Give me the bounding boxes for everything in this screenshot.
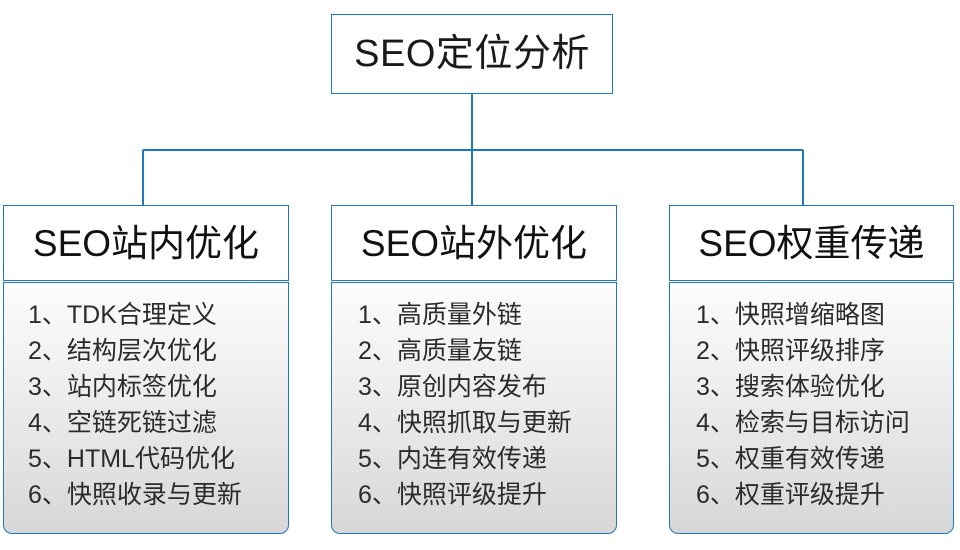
list-item: 3、站内标签优化 bbox=[28, 373, 217, 401]
branch-header-label-1: SEO站内优化 bbox=[32, 222, 260, 264]
root-node: SEO定位分析 bbox=[331, 14, 613, 94]
list-item: 2、结构层次优化 bbox=[28, 337, 217, 365]
list-item: 3、原创内容发布 bbox=[358, 373, 547, 401]
list-item: 1、快照增缩略图 bbox=[696, 301, 885, 329]
branch-header-label-3: SEO权重传递 bbox=[698, 222, 925, 264]
branch-list-3: 1、快照增缩略图 2、快照评级排序 3、搜索体验优化 4、检索与目标访问 5、权… bbox=[669, 282, 954, 534]
branch-header-2: SEO站外优化 bbox=[331, 205, 617, 281]
list-item: 6、快照评级提升 bbox=[358, 481, 547, 509]
root-node-label: SEO定位分析 bbox=[354, 33, 590, 75]
branch-column-1: SEO站内优化 1、TDK合理定义 2、结构层次优化 3、站内标签优化 4、空链… bbox=[3, 205, 289, 534]
list-item: 6、权重评级提升 bbox=[696, 481, 885, 509]
list-item: 4、快照抓取与更新 bbox=[358, 409, 572, 437]
branch-header-label-2: SEO站外优化 bbox=[360, 222, 588, 264]
list-item: 6、快照收录与更新 bbox=[28, 481, 242, 509]
branch-list-2: 1、高质量外链 2、高质量友链 3、原创内容发布 4、快照抓取与更新 5、内连有… bbox=[331, 282, 617, 534]
list-item: 1、TDK合理定义 bbox=[28, 301, 217, 329]
list-item: 5、权重有效传递 bbox=[696, 445, 885, 473]
branch-column-3: SEO权重传递 1、快照增缩略图 2、快照评级排序 3、搜索体验优化 4、检索与… bbox=[669, 205, 954, 534]
branch-header-1: SEO站内优化 bbox=[3, 205, 289, 281]
list-item: 1、高质量外链 bbox=[358, 301, 522, 329]
list-item: 3、搜索体验优化 bbox=[696, 373, 885, 401]
list-item: 2、高质量友链 bbox=[358, 337, 522, 365]
branch-header-3: SEO权重传递 bbox=[669, 205, 954, 281]
list-item: 2、快照评级排序 bbox=[696, 337, 885, 365]
branch-list-1: 1、TDK合理定义 2、结构层次优化 3、站内标签优化 4、空链死链过滤 5、H… bbox=[3, 282, 289, 534]
list-item: 4、检索与目标访问 bbox=[696, 409, 910, 437]
list-item: 5、内连有效传递 bbox=[358, 445, 547, 473]
list-item: 4、空链死链过滤 bbox=[28, 409, 217, 437]
list-item: 5、HTML代码优化 bbox=[28, 445, 235, 473]
branch-column-2: SEO站外优化 1、高质量外链 2、高质量友链 3、原创内容发布 4、快照抓取与… bbox=[331, 205, 617, 534]
